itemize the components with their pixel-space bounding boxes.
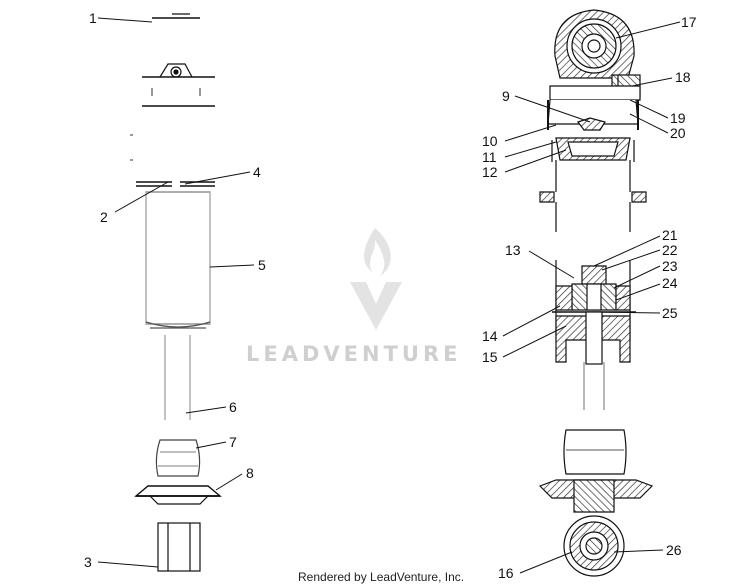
left-shock-assembly (130, 13, 222, 572)
callout-26: 26 (666, 542, 682, 558)
footer-credit: Rendered by LeadVenture, Inc. (298, 570, 464, 584)
callout-23: 23 (662, 258, 678, 274)
callout-21: 21 (662, 227, 678, 243)
callout-10: 10 (482, 133, 498, 149)
callout-13: 13 (505, 242, 521, 258)
callout-1: 1 (89, 10, 97, 26)
callout-4: 4 (253, 164, 261, 180)
callout-8: 8 (246, 465, 254, 481)
callout-16: 16 (498, 565, 514, 581)
callout-24: 24 (662, 275, 678, 291)
callout-7: 7 (229, 434, 237, 450)
watermark: LEADVENTURE (246, 228, 461, 366)
callout-18: 18 (675, 69, 691, 85)
callout-11: 11 (482, 149, 497, 165)
callout-25: 25 (662, 305, 678, 321)
callout-6: 6 (229, 399, 237, 415)
callout-19: 19 (670, 110, 686, 126)
callout-3: 3 (84, 554, 92, 570)
callout-14: 14 (482, 328, 498, 344)
right-shock-assembly (538, 9, 654, 577)
callouts: 1 2 3 4 5 6 7 8 9 10 11 12 13 14 15 16 1… (84, 10, 697, 581)
callout-2: 2 (100, 209, 108, 225)
leader-lines (97, 17, 681, 574)
callout-5: 5 (258, 257, 266, 273)
callout-20: 20 (670, 125, 686, 141)
callout-9: 9 (502, 88, 510, 104)
callout-22: 22 (662, 242, 678, 258)
callout-17: 17 (681, 14, 697, 30)
callout-12: 12 (482, 164, 498, 180)
watermark-text: LEADVENTURE (246, 342, 461, 366)
watermark-logo-icon (350, 228, 402, 330)
callout-15: 15 (482, 349, 498, 365)
